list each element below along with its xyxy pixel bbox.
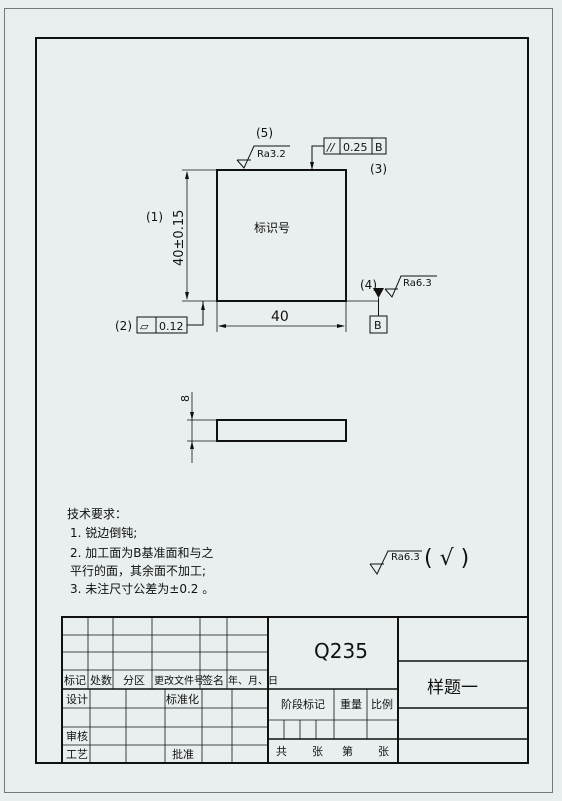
header-change-doc: 更改文件号 [154, 674, 204, 687]
flatness-symbol: ▱ [140, 320, 149, 333]
label-1: (1) [146, 210, 163, 224]
top-roughness-value: Ra3.2 [257, 149, 286, 160]
header-process: 工艺 [66, 748, 88, 761]
frame-border [35, 37, 529, 764]
part-label: 标识号 [254, 221, 290, 235]
label-4: (4) [360, 278, 377, 292]
label-5: (5) [256, 126, 273, 140]
header-review: 审核 [66, 729, 88, 743]
header-signature: 签名 [202, 673, 224, 687]
header-date: 年、月、日 [228, 674, 278, 687]
main-view [136, 137, 437, 334]
header-zone: 分区 [123, 674, 145, 687]
parallelism-symbol: // [326, 141, 336, 154]
header-stage-mark: 阶段标记 [281, 697, 325, 711]
parallelism-value: 0.25 [343, 141, 368, 154]
right-roughness-symbol [384, 275, 437, 298]
top-roughness-symbol [236, 145, 290, 169]
parallelism-leader [311, 145, 324, 170]
header-total: 共 [276, 745, 287, 758]
header-design: 设计 [66, 693, 88, 706]
flatness-leader [187, 301, 204, 326]
header-approve: 批准 [172, 747, 194, 761]
header-count: 处数 [90, 674, 112, 687]
drawing-name: 样题一 [427, 678, 478, 698]
general-roughness-mark: ( √ ) [424, 546, 469, 571]
datum-b-box [369, 315, 388, 334]
tech-req-line-3: 3. 未注尺寸公差为±0.2 。 [70, 581, 214, 596]
parallelism-datum: B [375, 141, 383, 154]
tech-req-line-2b: 平行的面，其余面不加工; [70, 563, 206, 578]
title-block [61, 616, 529, 764]
header-weight: 重量 [340, 697, 362, 711]
width-dimension: 40 [271, 309, 289, 325]
flatness-value: 0.12 [159, 320, 184, 333]
tech-req-title: 技术要求： [67, 507, 127, 521]
header-mark: 标记 [64, 673, 86, 687]
height-dimension: 40±0.15 [172, 210, 187, 266]
header-scale: 比例 [371, 697, 393, 711]
datum-triangle [373, 288, 384, 298]
datum-b-letter: B [374, 319, 382, 332]
side-outline [216, 419, 347, 442]
part-outline [216, 169, 347, 302]
label-3: (3) [370, 162, 387, 176]
header-sheet-no: 第 [342, 744, 353, 758]
tech-req-line-2a: 2. 加工面为B基准面和与之 [70, 546, 214, 560]
header-standardize: 标准化 [166, 692, 199, 706]
header-sheets: 张 [312, 745, 323, 758]
side-view [187, 392, 347, 463]
general-roughness-value: Ra6.3 [391, 552, 420, 563]
sheet-trim-border [4, 8, 553, 793]
label-2: (2) [115, 319, 132, 333]
tech-req-line-1: 1. 锐边倒钝; [70, 526, 137, 540]
general-roughness-symbol [369, 550, 422, 575]
right-roughness-value: Ra6.3 [403, 278, 432, 289]
thickness-dimension: 8 [179, 395, 192, 402]
header-sheet-unit: 张 [378, 745, 389, 758]
material: Q235 [314, 639, 368, 663]
